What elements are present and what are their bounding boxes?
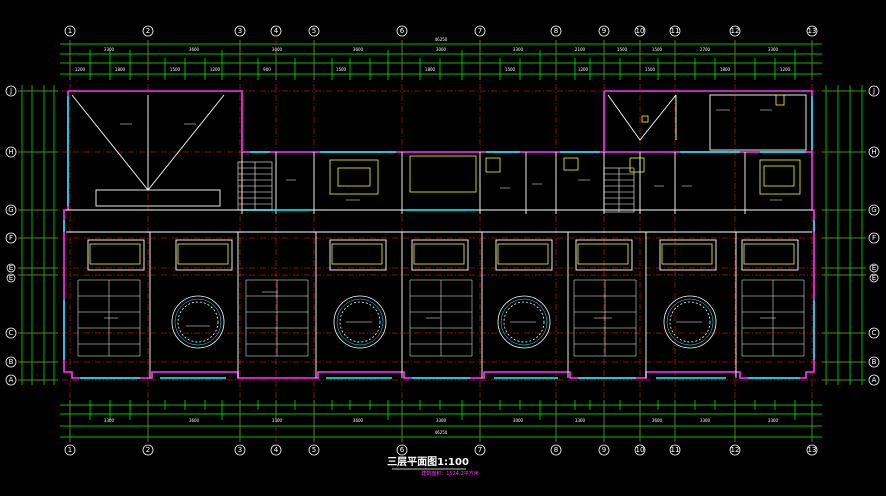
axis-label: 10 <box>636 27 645 35</box>
axis-label: 2 <box>146 446 150 454</box>
svg-text:1200: 1200 <box>210 67 221 72</box>
svg-text:3300: 3300 <box>513 47 524 52</box>
axis-label: 4 <box>274 27 279 35</box>
svg-text:3600: 3600 <box>189 418 200 423</box>
activity-circle-rings <box>174 298 714 346</box>
axis-label: 6 <box>400 446 405 454</box>
axis-label: 12 <box>731 27 740 35</box>
svg-text:3000: 3000 <box>513 418 524 423</box>
axis-label: A <box>872 376 877 384</box>
svg-text:1200: 1200 <box>578 67 589 72</box>
axis-grid <box>18 40 866 442</box>
svg-text:3300: 3300 <box>436 418 447 423</box>
svg-text:1500: 1500 <box>645 67 656 72</box>
svg-text:1200: 1200 <box>75 67 86 72</box>
axis-bubbles-top: 1 2 3 4 5 6 7 8 9 10 11 12 13 <box>64 25 818 37</box>
axis-label: 9 <box>602 446 606 454</box>
svg-text:1500: 1500 <box>652 47 663 52</box>
axis-label: E <box>872 274 876 282</box>
svg-text:1500: 1500 <box>170 67 181 72</box>
axis-label: 7 <box>478 446 482 454</box>
axis-bubbles-left: J H G F E E C B A <box>5 85 17 386</box>
svg-text:46250: 46250 <box>435 430 448 435</box>
axis-label: C <box>872 329 877 337</box>
svg-text:1800: 1800 <box>425 67 436 72</box>
axis-label: A <box>9 376 14 384</box>
room-label-marks <box>104 109 782 327</box>
svg-text:1800: 1800 <box>115 67 126 72</box>
axis-label: J <box>872 87 875 95</box>
dimension-texts: 46250 46250 3300 3600 3000 3600 3000 330… <box>75 37 791 435</box>
axis-label: 2 <box>146 27 150 35</box>
svg-text:1500: 1500 <box>505 67 516 72</box>
inner-walls <box>66 94 812 378</box>
svg-text:46250: 46250 <box>435 37 448 42</box>
svg-text:1500: 1500 <box>336 67 347 72</box>
svg-text:3600: 3600 <box>353 418 364 423</box>
axis-label: E <box>9 274 13 282</box>
drawing-title: 三层平面图1:100 <box>387 456 469 468</box>
svg-text:3000: 3000 <box>272 47 283 52</box>
axis-label: 10 <box>636 446 645 454</box>
stairs <box>237 161 635 213</box>
svg-text:3600: 3600 <box>652 418 663 423</box>
svg-text:3300: 3300 <box>575 418 586 423</box>
axis-label: 4 <box>274 446 279 454</box>
axis-label: 5 <box>312 446 316 454</box>
axis-label: 1 <box>68 446 72 454</box>
axis-label: 9 <box>602 27 606 35</box>
axis-label: E <box>9 264 13 272</box>
axis-label: 12 <box>731 446 740 454</box>
svg-text:3300: 3300 <box>272 418 283 423</box>
axis-bubbles-bottom: 1 2 3 4 5 6 7 8 9 10 11 12 13 <box>64 444 818 456</box>
svg-text:900: 900 <box>263 67 271 72</box>
axis-label: 13 <box>808 27 817 35</box>
svg-text:3300: 3300 <box>104 418 115 423</box>
svg-text:3600: 3600 <box>353 47 364 52</box>
axis-label: F <box>9 234 13 242</box>
axis-label: J <box>9 87 12 95</box>
axis-label: C <box>9 329 14 337</box>
axis-label: 11 <box>671 27 680 35</box>
svg-text:3300: 3300 <box>700 418 711 423</box>
axis-label: 7 <box>478 27 482 35</box>
axis-label: H <box>8 148 13 156</box>
axis-label: 6 <box>400 27 405 35</box>
svg-text:3300: 3300 <box>768 47 779 52</box>
svg-text:1200: 1200 <box>780 67 791 72</box>
outer-walls <box>63 90 815 379</box>
axis-label: B <box>872 358 877 366</box>
svg-text:3600: 3600 <box>189 47 200 52</box>
axis-label: 3 <box>238 446 242 454</box>
windows <box>63 96 815 379</box>
axis-label: F <box>872 234 876 242</box>
svg-text:3300: 3300 <box>768 418 779 423</box>
svg-text:1500: 1500 <box>617 47 628 52</box>
axis-label: 11 <box>671 446 680 454</box>
activity-circles <box>171 295 717 349</box>
dimension-lines <box>18 40 866 442</box>
axis-label: 13 <box>808 446 817 454</box>
svg-text:2700: 2700 <box>700 47 711 52</box>
axis-label: E <box>872 264 876 272</box>
axis-label: B <box>9 358 14 366</box>
axis-label: 3 <box>238 27 242 35</box>
axis-label: G <box>871 206 876 214</box>
axis-label: 8 <box>554 27 558 35</box>
fixtures <box>89 94 801 265</box>
svg-text:2100: 2100 <box>575 47 586 52</box>
axis-label: H <box>871 148 876 156</box>
svg-text:1800: 1800 <box>720 67 731 72</box>
svg-text:3300: 3300 <box>104 47 115 52</box>
axis-label: 8 <box>554 446 558 454</box>
drawing-title-block: 三层平面图1:100 建筑面积：1524.2平方米 <box>387 456 479 477</box>
axis-label: 5 <box>312 27 316 35</box>
svg-text:3000: 3000 <box>436 47 447 52</box>
axis-bubbles-right: J H G F E E C B A <box>868 85 880 386</box>
drawing-area-note: 建筑面积：1524.2平方米 <box>421 470 479 477</box>
axis-label: 1 <box>68 27 72 35</box>
axis-label: G <box>8 206 13 214</box>
bed-layout <box>77 279 805 357</box>
